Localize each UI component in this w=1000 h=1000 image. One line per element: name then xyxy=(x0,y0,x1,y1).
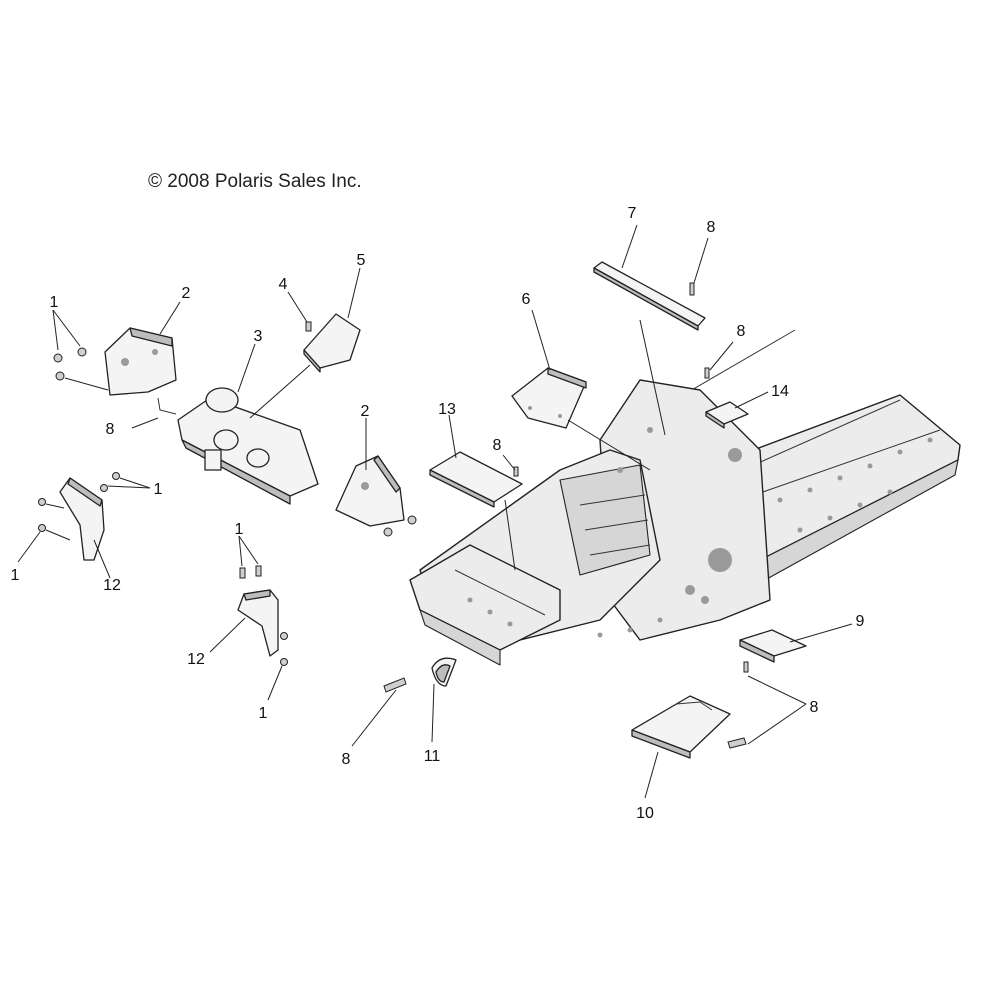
bolts-1-lower-center xyxy=(280,632,288,666)
label-3: 3 xyxy=(254,328,263,345)
fastener-4 xyxy=(305,321,312,332)
leader-line-5b xyxy=(249,364,311,419)
label-7: 7 xyxy=(628,205,637,222)
leader-line-4 xyxy=(287,291,308,323)
part-5-cover xyxy=(303,313,361,373)
label-1-d: 1 xyxy=(235,521,244,538)
part-10-skid-plate xyxy=(631,695,731,759)
leader-line-1-c1 xyxy=(17,531,41,563)
leader-line-5 xyxy=(347,267,361,319)
leader-line-3 xyxy=(237,343,256,393)
part-11-cup xyxy=(431,657,457,687)
label-8-b: 8 xyxy=(493,437,502,454)
part-13-plate xyxy=(429,451,523,508)
bolts-1-right xyxy=(100,472,120,492)
label-12-b: 12 xyxy=(187,651,205,668)
leader-line-7b xyxy=(639,319,666,436)
leader-line-1-c2 xyxy=(45,529,71,541)
label-14: 14 xyxy=(771,383,789,400)
label-12-a: 12 xyxy=(103,577,121,594)
bolts-1-upper-center xyxy=(239,565,262,579)
leader-line-7 xyxy=(621,224,638,269)
label-5: 5 xyxy=(357,252,366,269)
part-12-left-bracket xyxy=(59,477,105,561)
leader-line-9 xyxy=(789,623,853,643)
label-1-c: 1 xyxy=(11,567,20,584)
copyright-text: © 2008 Polaris Sales Inc. xyxy=(148,171,362,192)
label-10: 10 xyxy=(636,805,654,822)
label-2-a: 2 xyxy=(182,285,191,302)
label-6: 6 xyxy=(522,291,531,308)
fastener-8-mid xyxy=(704,367,710,379)
label-11: 11 xyxy=(424,748,441,765)
part-14-bracket xyxy=(705,401,749,429)
leader-line-1-b1 xyxy=(107,485,151,489)
label-4: 4 xyxy=(279,276,288,293)
leader-line-13b xyxy=(504,499,516,571)
leader-line-1-d1 xyxy=(238,535,243,567)
fasteners-8-bottom-right xyxy=(727,737,747,749)
leader-line-14 xyxy=(734,391,769,409)
label-13: 13 xyxy=(438,401,456,418)
label-8-d: 8 xyxy=(737,323,746,340)
fastener-8-near-13 xyxy=(513,466,519,477)
leader-line-1-a3 xyxy=(64,377,109,391)
part-6-bracket-plate xyxy=(511,367,587,429)
leader-line-11 xyxy=(431,683,435,743)
label-1-a: 1 xyxy=(50,294,59,311)
leader-line-2-a xyxy=(159,301,181,335)
part-3-housing xyxy=(177,387,319,505)
leader-line-8-e2 xyxy=(747,703,807,745)
label-1-b: 1 xyxy=(154,481,163,498)
label-8-c: 8 xyxy=(707,219,716,236)
label-9: 9 xyxy=(856,613,865,630)
part-9-plate xyxy=(739,629,807,673)
leader-line-8-c xyxy=(693,237,709,284)
leader-line-8-a xyxy=(131,417,159,429)
leader-line-13 xyxy=(448,414,457,459)
part-2-left-mount xyxy=(104,327,177,396)
leader-line-1-c3 xyxy=(45,503,65,509)
leader-line-1-d2 xyxy=(238,535,259,565)
leader-line-8-b xyxy=(502,454,516,471)
label-2-b: 2 xyxy=(361,403,370,420)
fastener-8-left xyxy=(157,397,177,415)
leader-line-1-a2 xyxy=(52,309,81,347)
label-1-e: 1 xyxy=(259,705,268,722)
bolts-1-top-left xyxy=(53,347,87,381)
leader-line-6 xyxy=(531,309,551,371)
label-8-e: 8 xyxy=(810,699,819,716)
leader-line-1-b2 xyxy=(119,477,151,489)
fastener-8-top xyxy=(689,282,695,296)
label-8-a: 8 xyxy=(106,421,115,438)
leader-line-8-e1 xyxy=(747,675,807,705)
leader-line-10 xyxy=(644,751,659,799)
part-2-center-mount xyxy=(335,455,417,537)
chassis-frame xyxy=(409,329,961,666)
leader-line-8-f xyxy=(351,689,397,747)
leader-line-12-b xyxy=(209,617,246,653)
leader-line-8-d xyxy=(709,341,734,371)
fastener-8-bottom-center xyxy=(383,677,407,693)
leader-line-12-a xyxy=(93,539,111,579)
label-8-f: 8 xyxy=(342,751,351,768)
bolts-1-lower-left xyxy=(38,498,46,532)
leader-line-1-a1 xyxy=(52,309,59,351)
leader-line-1-e xyxy=(267,665,283,701)
leader-line-6b xyxy=(567,419,651,471)
part-12-lower-bracket xyxy=(237,589,279,657)
part-7-rail-cover xyxy=(593,261,706,331)
